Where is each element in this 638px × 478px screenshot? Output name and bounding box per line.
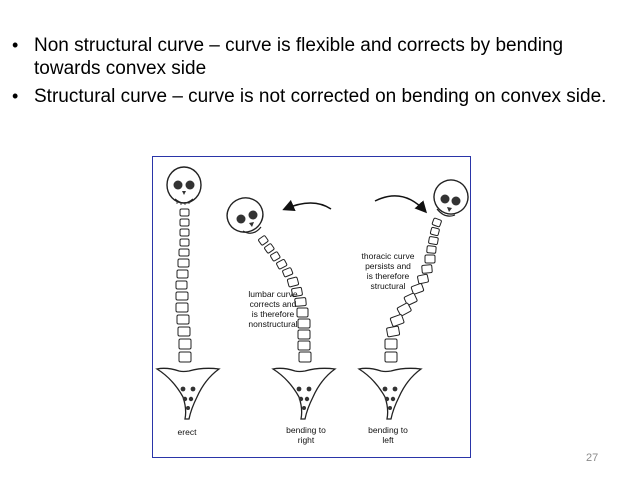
bullet-list: • Non structural curve – curve is flexib… [12,34,628,113]
bullet-item: • Non structural curve – curve is flexib… [12,34,628,80]
lumbar-curve-note: lumbar curve corrects and is therefore n… [241,289,305,329]
scoliosis-figure: lumbar curve corrects and is therefore n… [152,156,471,458]
erect-label: erect [167,427,207,437]
spine-vertebrae [384,217,442,363]
erect-label-text: erect [177,427,197,437]
bullet-item: • Structural curve – curve is not correc… [12,85,628,108]
skeleton-bending-left [357,179,469,420]
spine-illustration [155,166,469,420]
bending-right-label: bending to right [283,425,329,445]
curved-arrow-icon [374,195,428,214]
bullet-glyph: • [12,35,19,55]
bending-left-label: bending to left [365,425,411,445]
skull-icon [166,166,202,205]
curved-arrow-icon [282,199,332,211]
bullet-text: Structural curve – curve is not correcte… [34,86,607,107]
lumbar-note-text: lumbar curve corrects and is therefore n… [248,289,298,329]
slide-number: 27 [586,452,599,464]
skull-icon [226,197,264,234]
pelvis-icon [155,367,221,420]
bending-left-text: bending to left [368,425,408,445]
thoracic-note-text: thoracic curve persists and is therefore… [361,251,415,291]
bullet-text: Non structural curve – curve is flexible… [34,35,564,79]
pelvis-icon [357,367,423,420]
spine-vertebrae [175,208,192,363]
spine-vertebrae [258,235,312,363]
thoracic-curve-note: thoracic curve persists and is therefore… [357,251,419,291]
skeleton-erect [155,166,221,420]
bending-right-text: bending to right [286,425,326,445]
pelvis-icon [271,367,337,420]
skeleton-bending-right [226,197,337,420]
skull-icon [433,179,469,217]
bullet-glyph: • [12,86,19,106]
